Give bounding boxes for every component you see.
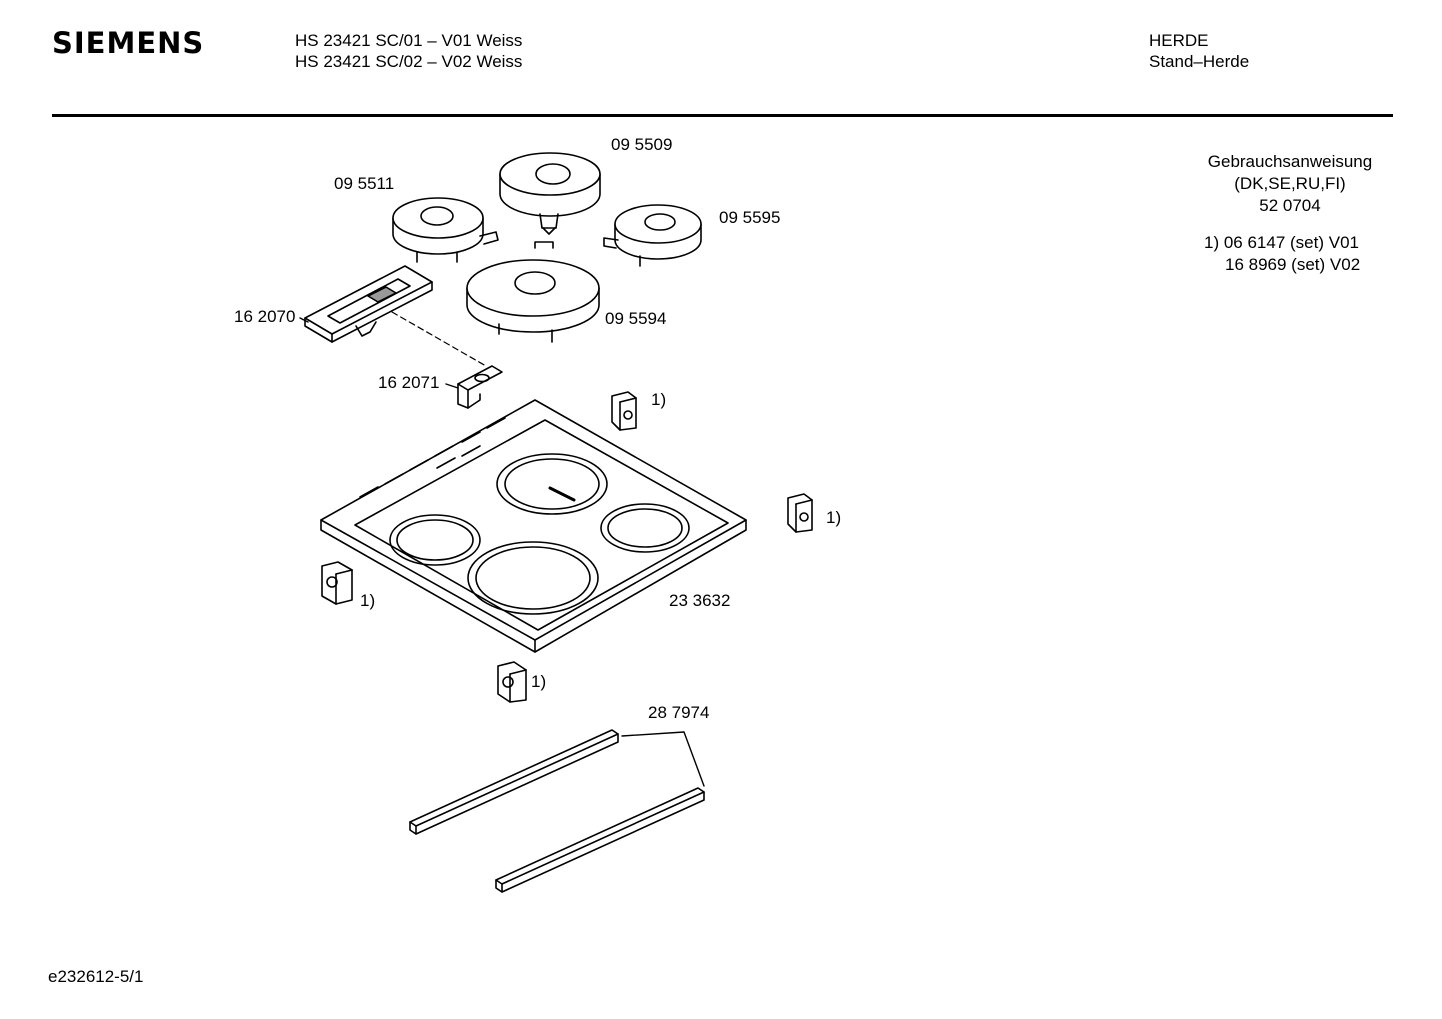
control-panel-strip-16-2070: [304, 265, 433, 343]
clip-right: [787, 493, 813, 533]
label-clip-top: 1): [651, 390, 666, 409]
hotplate-09-5511: [392, 197, 499, 263]
label-clip-left: 1): [360, 591, 375, 610]
category-title: HERDE: [1149, 31, 1209, 50]
manual-number: 52 0704: [1259, 196, 1321, 215]
set-note-v02: 16 8969 (set) V02: [1225, 255, 1361, 274]
hotplate-09-5509: [499, 152, 601, 235]
connection-line: [391, 311, 487, 367]
label-09-5594: 09 5594: [605, 309, 666, 328]
manual-languages: (DK,SE,RU,FI): [1234, 174, 1346, 193]
label-09-5509: 09 5509: [611, 135, 672, 154]
model-line-1: HS 23421 SC/01 – V01 Weiss: [295, 31, 523, 50]
label-09-5595: 09 5595: [719, 208, 780, 227]
clip-bottom: [497, 661, 527, 703]
clip-left: [321, 561, 353, 605]
label-16-2071: 16 2071: [378, 373, 439, 392]
clip-top: [611, 391, 637, 431]
model-line-2: HS 23421 SC/02 – V02 Weiss: [295, 52, 523, 71]
header-rule: [52, 114, 1393, 117]
label-clip-bottom: 1): [531, 672, 546, 691]
cooktop-tray-23-3632: [320, 399, 747, 653]
label-16-2070: 16 2070: [234, 307, 295, 326]
indicator-holder-16-2071: [457, 365, 503, 409]
leader-lines: [299, 317, 705, 787]
label-clip-right: 1): [826, 508, 841, 527]
label-23-3632: 23 3632: [669, 591, 730, 610]
hotplate-09-5594: [466, 241, 600, 343]
hotplate-09-5595: [603, 204, 702, 267]
label-09-5511: 09 5511: [334, 174, 394, 193]
siemens-logo: SIEMENS: [52, 26, 205, 60]
category-subtitle: Stand–Herde: [1149, 52, 1250, 71]
label-28-7974: 28 7974: [648, 703, 709, 722]
set-note-v01: 1) 06 6147 (set) V01: [1204, 233, 1359, 252]
rail-lower: [495, 787, 705, 893]
manual-title: Gebrauchsanweisung: [1207, 152, 1373, 171]
drawing-id: e232612-5/1: [48, 967, 144, 986]
rail-upper: [409, 729, 619, 835]
